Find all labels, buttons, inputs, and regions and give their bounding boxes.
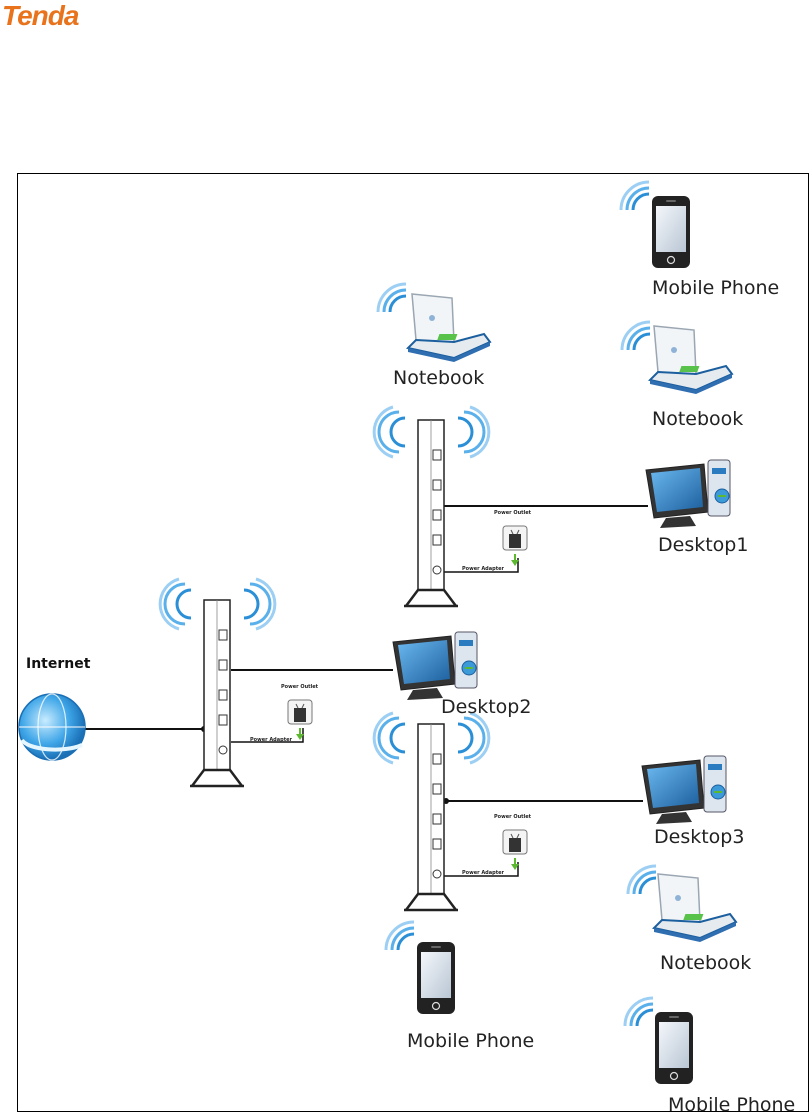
wifi-phone-center-icon	[386, 922, 414, 950]
label-notebook-bottom: Notebook	[660, 952, 751, 974]
wifi-ext2-left-icon	[374, 713, 405, 763]
desktop1-icon	[646, 460, 730, 528]
internet-globe-icon	[19, 694, 85, 760]
wifi-phone-top-icon	[621, 182, 649, 210]
wifi-notebook-bottom-icon	[628, 866, 656, 894]
label-desktop2: Desktop2	[441, 696, 531, 718]
power-adapter-ext2-icon	[503, 830, 527, 870]
outlet-label-ext2: Power Outlet	[494, 814, 531, 820]
extender1-icon	[404, 420, 458, 606]
outlet-label-main: Power Outlet	[281, 684, 318, 690]
label-desktop1: Desktop1	[658, 534, 748, 556]
phone-center-icon	[417, 942, 455, 1014]
label-phone-bottom: Mobile Phone	[668, 1094, 795, 1116]
label-desktop3: Desktop3	[654, 826, 744, 848]
wifi-phone-bottom-icon	[625, 998, 653, 1026]
phone-bottom-icon	[655, 1012, 693, 1084]
label-notebook-right: Notebook	[652, 408, 743, 430]
wifi-main-right-icon	[244, 579, 275, 629]
notebook-bottom-icon	[654, 874, 736, 942]
notebook-center-icon	[408, 294, 490, 362]
wifi-ext2-right-icon	[458, 713, 489, 763]
adapter-label-main: Power Adapter	[250, 737, 292, 743]
main-router-icon	[190, 600, 244, 786]
power-adapter-ext1-icon	[503, 526, 527, 566]
wifi-ext1-right-icon	[458, 407, 489, 457]
power-adapter-main-icon	[288, 700, 312, 740]
label-internet: Internet	[26, 656, 90, 672]
label-phone-top: Mobile Phone	[652, 277, 779, 299]
adapter-label-ext1: Power Adapter	[462, 566, 504, 572]
wifi-main-left-icon	[160, 579, 191, 629]
desktop3-icon	[642, 756, 726, 824]
outlet-label-ext1: Power Outlet	[494, 510, 531, 516]
phone-top-icon	[652, 196, 690, 268]
wifi-ext1-left-icon	[374, 407, 405, 457]
notebook-right-icon	[650, 326, 732, 394]
desktop2-icon	[393, 632, 477, 700]
wifi-notebook-center-icon	[378, 284, 406, 312]
adapter-label-ext2: Power Adapter	[462, 870, 504, 876]
label-notebook-center: Notebook	[393, 367, 484, 389]
label-phone-center: Mobile Phone	[407, 1030, 534, 1052]
extender2-icon	[404, 724, 458, 910]
wifi-notebook-right-icon	[622, 322, 650, 350]
